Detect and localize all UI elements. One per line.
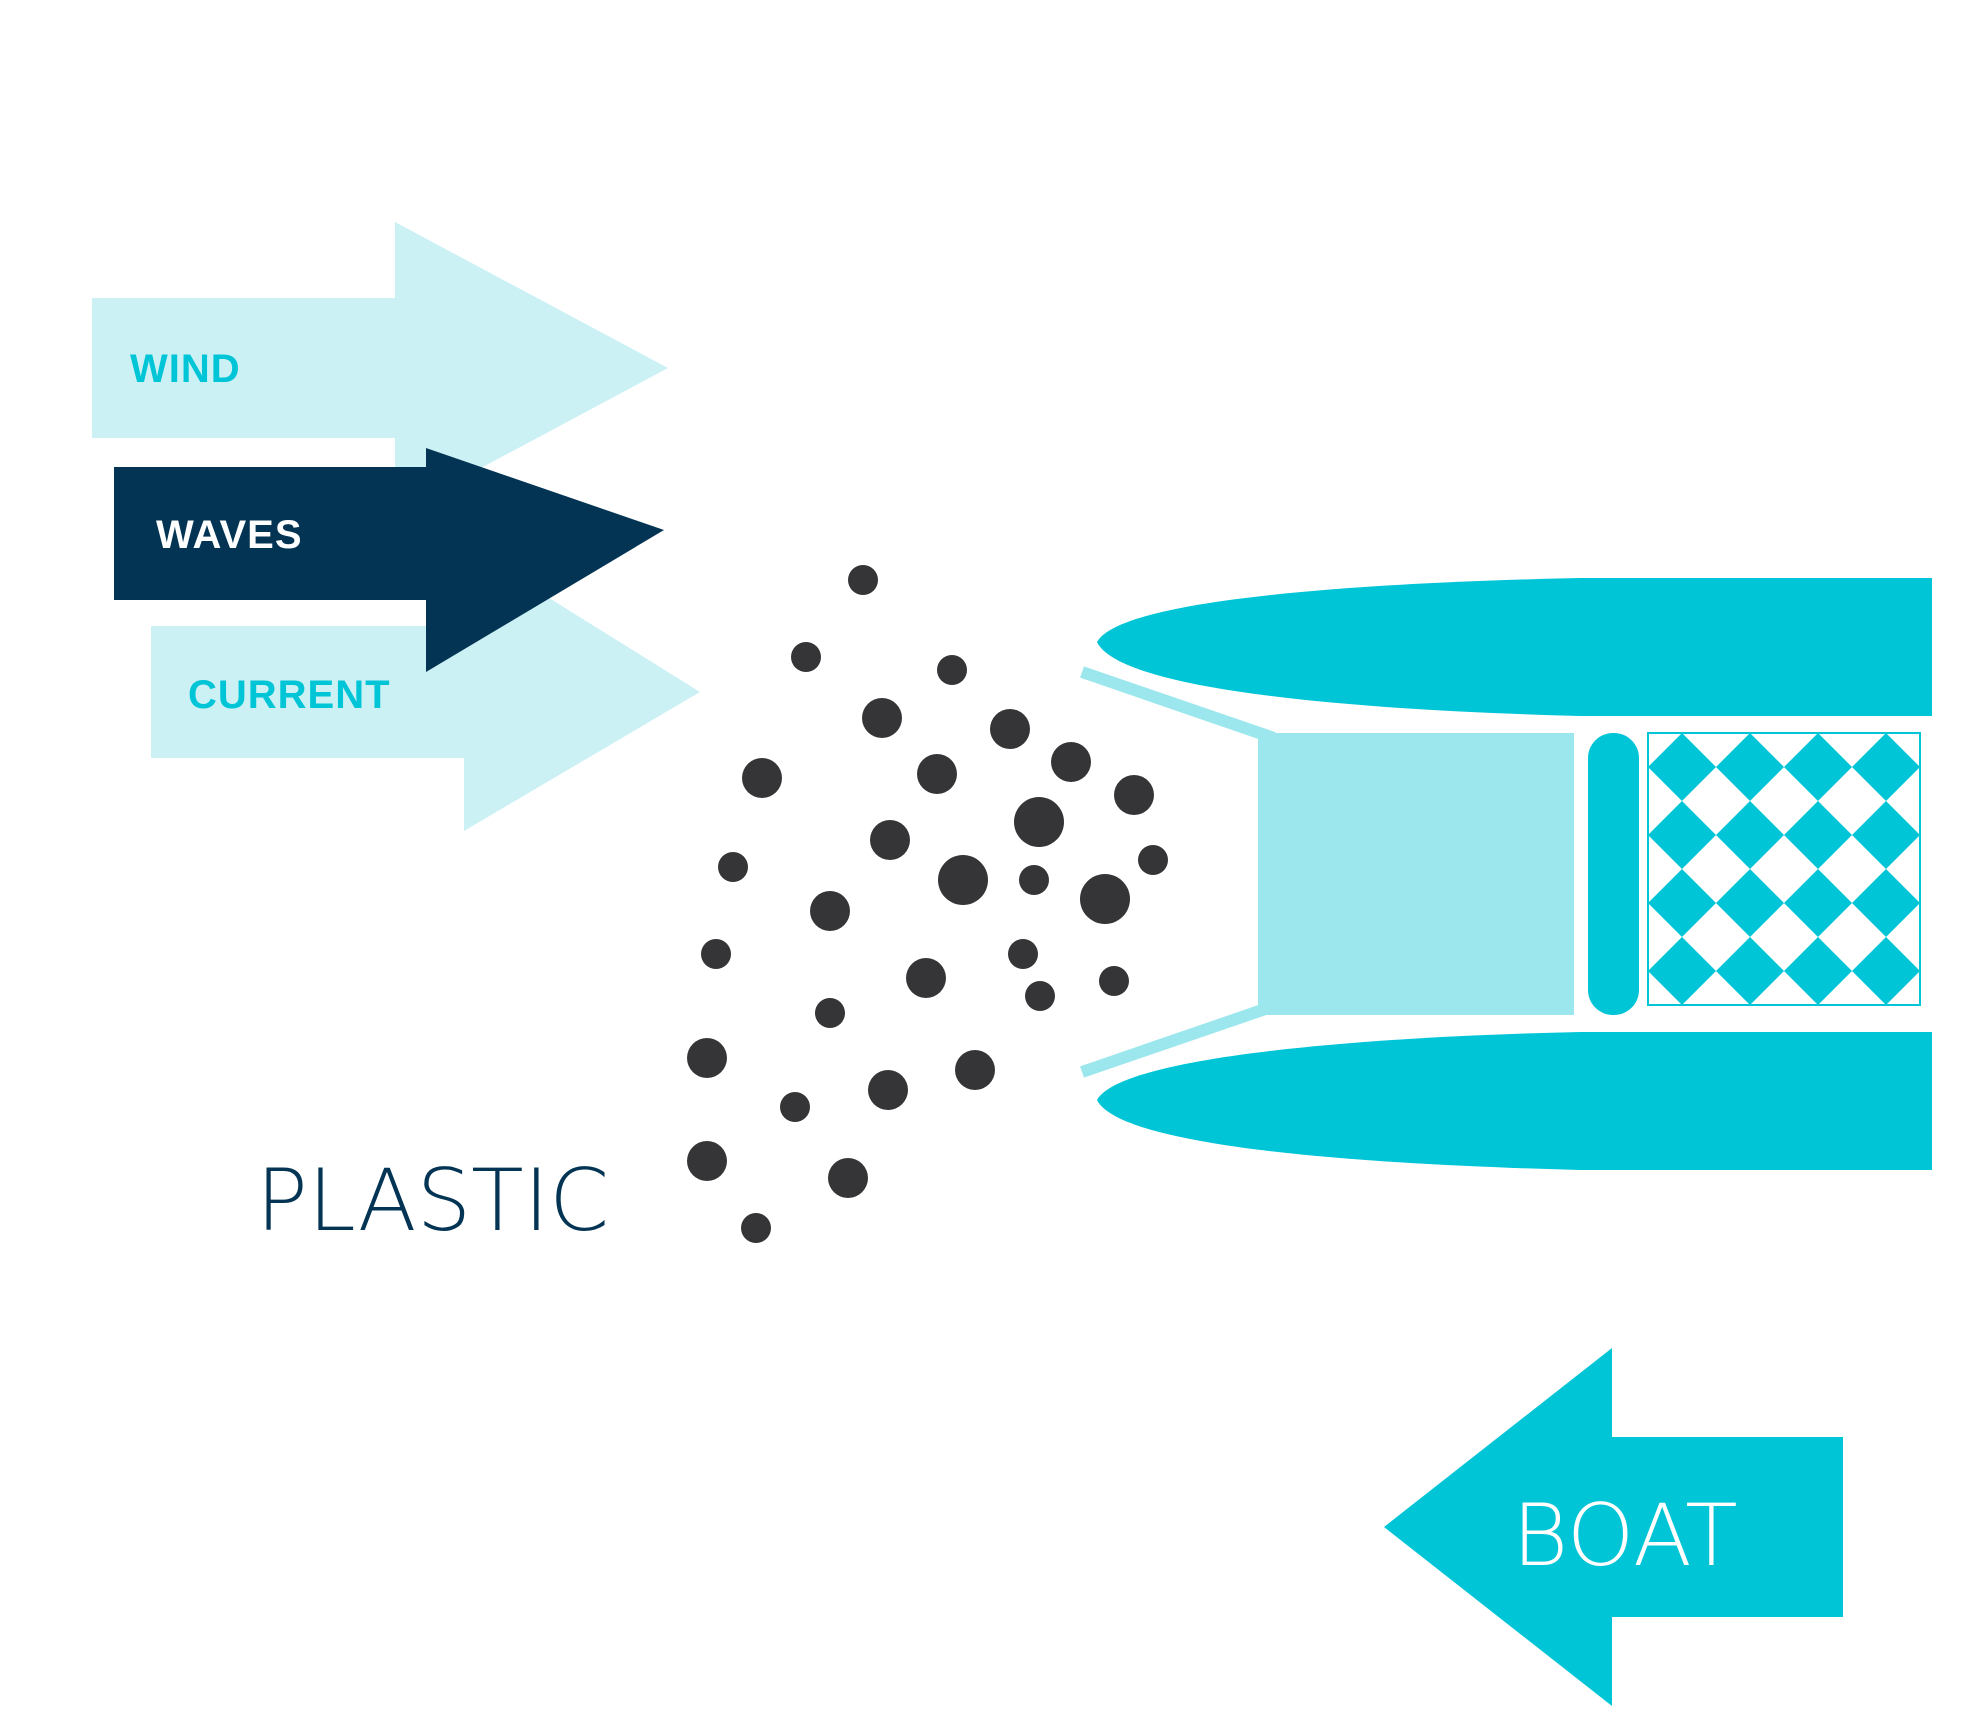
plastic-particle-icon xyxy=(917,754,957,794)
boom-line-bottom xyxy=(1080,1000,1276,1078)
plastic-particle-icon xyxy=(1025,981,1055,1011)
plastic-particle-icon xyxy=(1114,775,1154,815)
plastic-particle-icon xyxy=(990,709,1030,749)
plastic-particle-icon xyxy=(742,758,782,798)
plastic-particle-icon xyxy=(1008,939,1038,969)
plastic-particle-icon xyxy=(870,820,910,860)
waves-arrow-icon xyxy=(114,448,664,672)
plastic-particles xyxy=(687,565,1168,1243)
plastic-particle-icon xyxy=(701,939,731,969)
plastic-particle-icon xyxy=(862,698,902,738)
plastic-particle-icon xyxy=(938,855,988,905)
plastic-particle-icon xyxy=(780,1092,810,1122)
plastic-particle-icon xyxy=(828,1158,868,1198)
plastic-particle-icon xyxy=(687,1141,727,1181)
plastic-particle-icon xyxy=(1019,865,1049,895)
plastic-particle-icon xyxy=(687,1038,727,1078)
boat-arrow-icon xyxy=(1384,1348,1843,1706)
conveyor-bar xyxy=(1588,733,1639,1015)
net-mesh-icon xyxy=(1647,732,1921,1006)
wind-arrow: WIND xyxy=(92,222,668,514)
boat-label: BOAT xyxy=(1512,1486,1738,1586)
catamaran xyxy=(1080,578,1932,1170)
plastic-particle-icon xyxy=(1051,742,1091,782)
plastic-particle-icon xyxy=(906,958,946,998)
current-arrow xyxy=(151,545,700,831)
catamaran-hull-icon xyxy=(1097,1032,1932,1170)
wind-label: WIND xyxy=(130,347,241,391)
plastic-particle-icon xyxy=(1014,797,1064,847)
plastic-label: PLASTIC xyxy=(256,1151,609,1251)
plastic-particle-icon xyxy=(868,1070,908,1110)
current-label: CURRENT xyxy=(188,673,391,717)
plastic-particle-icon xyxy=(1080,874,1130,924)
boat-arrow: BOAT xyxy=(1384,1348,1843,1706)
plastic-particle-icon xyxy=(741,1213,771,1243)
plastic-particle-icon xyxy=(937,655,967,685)
plastic-particle-icon xyxy=(810,891,850,931)
plastic-particle-icon xyxy=(955,1050,995,1090)
plastic-particle-icon xyxy=(791,642,821,672)
current-arrow-icon xyxy=(151,545,700,831)
plastic-particle-icon xyxy=(718,852,748,882)
boom-line-top xyxy=(1080,666,1276,744)
plastic-particle-icon xyxy=(1099,966,1129,996)
waves-arrow: WAVES xyxy=(114,448,664,672)
wind-arrow-icon xyxy=(92,222,668,514)
catamaran-hull-icon xyxy=(1097,578,1932,716)
plastic-particle-icon xyxy=(848,565,878,595)
plastic-particle-icon xyxy=(1138,845,1168,875)
plastic-particle-icon xyxy=(815,998,845,1028)
waves-label: WAVES xyxy=(156,513,303,557)
collector-box-icon xyxy=(1258,733,1574,1015)
